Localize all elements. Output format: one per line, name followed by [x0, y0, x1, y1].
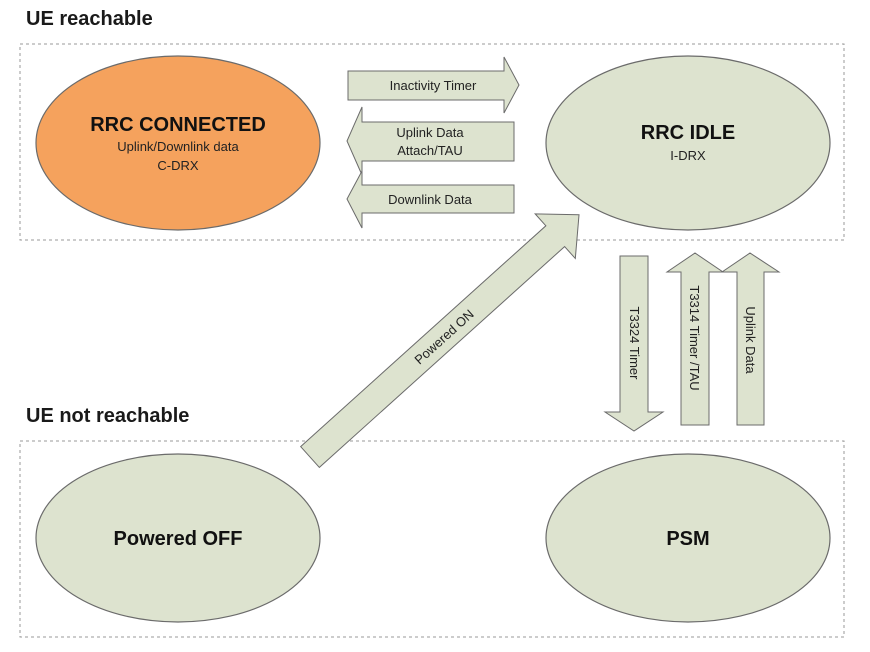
- state-rrc-idle-line1: I-DRX: [670, 148, 706, 163]
- section-title-ue-not-reachable: UE not reachable: [26, 405, 190, 427]
- arrow-uplink-data-label: Uplink Data: [743, 306, 758, 374]
- state-rrc-connected-line1: Uplink/Downlink data: [117, 139, 239, 154]
- arrow-uplink-data-label-line1: Uplink Data: [396, 125, 464, 140]
- arrow-uplink-data-attach-tau: Uplink Data Attach/TAU: [346, 106, 515, 176]
- state-rrc-connected: RRC CONNECTED Uplink/Downlink data C-DRX: [35, 55, 321, 231]
- arrow-powered-on: Powered ON: [299, 213, 580, 469]
- arrow-downlink-data: Downlink Data: [346, 170, 515, 229]
- arrow-inactivity-timer: Inactivity Timer: [347, 56, 520, 114]
- state-psm-title: PSM: [666, 528, 709, 550]
- arrow-powered-on-label: Powered ON: [411, 306, 476, 367]
- arrow-uplink-data-label-line2: Attach/TAU: [397, 143, 463, 158]
- state-rrc-connected-title: RRC CONNECTED: [90, 114, 266, 136]
- arrow-t3324-timer-label: T3324 Timer: [627, 307, 642, 381]
- arrow-t3324-timer: T3324 Timer: [603, 255, 665, 432]
- section-title-ue-reachable: UE reachable: [26, 8, 153, 30]
- arrow-downlink-data-label: Downlink Data: [388, 192, 473, 207]
- state-powered-off: Powered OFF: [35, 453, 321, 623]
- arrow-inactivity-timer-label: Inactivity Timer: [390, 78, 477, 93]
- arrow-uplink-data: Uplink Data: [720, 252, 781, 426]
- state-rrc-connected-line2: C-DRX: [157, 158, 198, 173]
- state-powered-off-title: Powered OFF: [114, 528, 243, 550]
- state-rrc-idle-title: RRC IDLE: [641, 122, 735, 144]
- state-rrc-idle: RRC IDLE I-DRX: [545, 55, 831, 231]
- arrow-t3314-timer-tau: T3314 Timer /TAU: [665, 252, 725, 426]
- arrow-t3314-timer-tau-label: T3314 Timer /TAU: [687, 285, 702, 390]
- state-psm: PSM: [545, 453, 831, 623]
